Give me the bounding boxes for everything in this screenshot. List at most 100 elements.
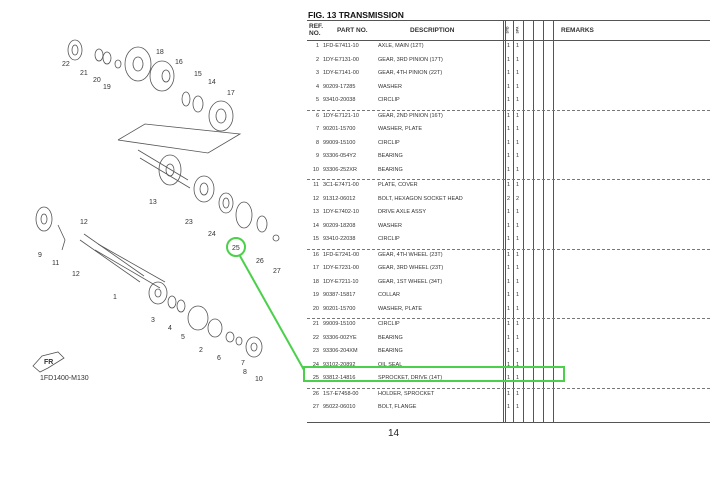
highlight-box [303,366,565,382]
diagram-label: 2 [199,347,203,354]
part-no-cell: 1S7-E7458-00 [323,390,359,397]
part-no-cell: 1FD-E7411-10 [323,43,359,49]
diagram-label: 10 [255,376,263,383]
part-no-cell: 99009-15100 [323,321,356,327]
description-cell: CIRCLIP [378,236,400,242]
qty-2-cell: 1 [516,126,520,132]
ref-cell: 11 [313,182,319,188]
qty-2-cell: 1 [516,251,520,258]
header-qty-2: SPA [515,26,520,34]
description-cell: CIRCLIP [378,97,400,103]
svg-text:FR: FR [44,359,53,366]
ref-cell: 9 [315,153,319,159]
ref-cell: 25 [312,375,319,381]
description-cell: BEARING [378,348,403,354]
description-cell: OIL SEAL [378,361,403,368]
group-divider [307,179,710,180]
ref-cell: 1 [315,43,319,49]
ref-cell: 24 [312,361,319,368]
diagram-label: 25 [232,245,240,252]
diagram-label: 21 [80,70,88,77]
part-no-cell: 90201-15700 [323,305,356,312]
diagram-code: 1FD1400-M130 [40,375,89,382]
qty-1-cell: 1 [507,166,511,173]
parts-table: REF. NO. PART NO. DESCRIPTION STD SPA RE… [307,20,710,423]
part-no-cell: 90209-18208 [323,222,356,229]
ref-cell: 14 [312,222,319,229]
description-cell: COLLAR [378,292,401,298]
description-cell: GEAR, 1ST WHEEL (34T) [378,278,443,285]
front-arrow-icon: FR [32,351,65,373]
qty-2-cell: 1 [516,83,520,90]
description-cell: BEARING [378,334,403,341]
qty-2-cell: 1 [516,321,520,327]
header-remarks: REMARKS [561,27,594,34]
qty-2-cell: 1 [516,334,520,341]
ref-cell: 20 [312,305,319,312]
ref-cell: 8 [315,139,319,146]
ref-cell: 26 [312,390,319,397]
qty-2-cell: 1 [516,209,520,215]
ref-cell: 21 [312,321,319,327]
qty-1-cell: 1 [507,348,511,354]
diagram-label: 16 [175,59,183,66]
description-cell: SPROCKET, DRIVE (14T) [378,375,443,381]
description-cell: GEAR, 4TH WHEEL (23T) [378,251,443,258]
qty-1-cell: 1 [507,251,511,258]
diagram-label: 12 [72,271,80,278]
qty-2-cell: 1 [516,390,520,397]
qty-1-cell: 1 [507,43,511,49]
description-cell: DRIVE AXLE ASSY [378,209,426,215]
part-no-cell: 90387-15817 [323,292,356,298]
qty-1-cell: 1 [507,153,511,159]
description-cell: WASHER, PLATE [378,126,423,132]
part-no-cell: 1DY-E7231-00 [323,265,359,271]
description-cell: BEARING [378,153,403,159]
highlight-circle [226,237,246,257]
ref-cell: 13 [312,209,319,215]
diagram-label: 8 [243,369,247,376]
part-no-cell: 90209-17285 [323,83,356,90]
ref-cell: 10 [312,166,319,173]
group-divider [307,109,710,111]
ref-cell: 3 [315,70,319,76]
ref-cell: 17 [312,265,319,271]
description-cell: BEARING [378,166,403,173]
part-no-cell: 93306-002YE [323,334,357,341]
diagram-label: 23 [185,219,193,226]
qty-2-cell: 1 [516,139,520,146]
part-no-cell: 1DY-E7121-10 [323,112,359,119]
description-cell: BOLT, HEXAGON SOCKET HEAD [378,195,463,202]
diagram-label: 14 [208,79,216,86]
diagram-label: 18 [156,49,164,56]
qty-1-cell: 1 [507,265,511,271]
ref-cell: 27 [312,404,319,410]
diagram-label: 1 [113,294,117,301]
diagram-label: 27 [273,268,281,275]
qty-1-cell: 1 [507,236,511,242]
part-no-cell: 90201-15700 [323,126,356,132]
qty-2-cell: 1 [516,265,520,271]
ref-cell: 18 [312,278,319,285]
description-cell: AXLE, MAIN (12T) [378,43,424,49]
description-cell: GEAR, 2ND PINION (16T) [378,112,443,119]
qty-2-cell: 1 [516,166,520,173]
description-cell: WASHER, PLATE [378,305,423,312]
ref-cell: 5 [315,97,319,103]
qty-2-cell: 2 [516,195,520,202]
ref-cell: 7 [315,126,319,132]
